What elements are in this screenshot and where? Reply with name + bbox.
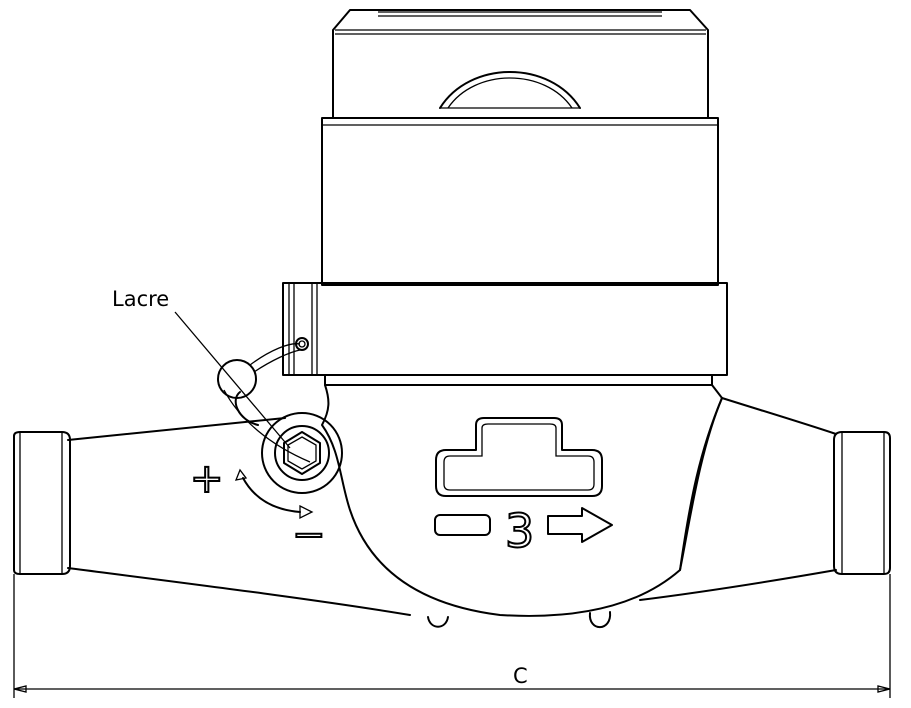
meter-cap [332, 9, 709, 119]
pipe-connection-right [833, 431, 891, 575]
seal-label: Lacre [112, 287, 169, 311]
flow-minus-bar [434, 514, 491, 536]
size-number: 3 [505, 504, 534, 558]
meter-sealing-ring [282, 282, 728, 376]
adjustment-rotation-arrow-icon [242, 477, 301, 513]
flow-marker: 3 [434, 503, 613, 559]
adjustment-indicator: + − [189, 455, 327, 559]
dimension-c: C [13, 574, 891, 698]
minus-sign: − [292, 512, 326, 558]
flow-boss [435, 417, 603, 497]
meter-neck [324, 374, 713, 386]
adjustment-screw [261, 412, 343, 494]
meter-body [67, 384, 837, 629]
seal-lacre: Lacre [112, 287, 311, 463]
flow-direction-arrow-icon [547, 507, 613, 543]
dimension-label: C [513, 664, 528, 688]
plus-sign: + [190, 456, 224, 502]
meter-register-body [321, 117, 719, 286]
pipe-connection-left [13, 431, 71, 575]
